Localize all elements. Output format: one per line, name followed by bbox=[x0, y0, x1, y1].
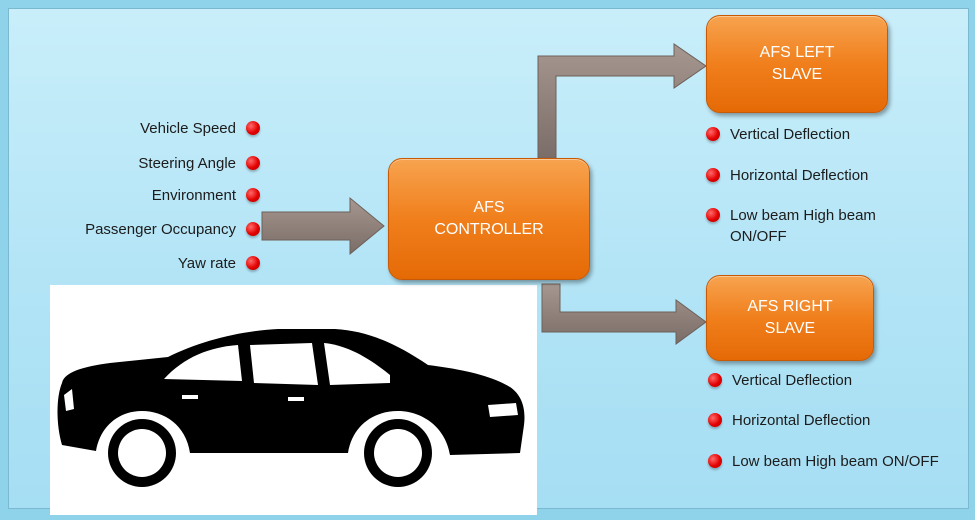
output-label: Horizontal Deflection bbox=[730, 167, 869, 184]
output-label: Vertical Deflection bbox=[730, 126, 851, 143]
input-vehicle-speed: Vehicle Speed bbox=[10, 117, 260, 139]
input-label: Passenger Occupancy bbox=[85, 220, 236, 238]
bullet-dot-icon bbox=[246, 121, 260, 135]
bullet-dot-icon bbox=[706, 127, 720, 141]
right-output-vertical: Vertical Deflection bbox=[708, 370, 852, 391]
input-passenger-occupancy: Passenger Occupancy bbox=[10, 218, 260, 240]
left-output-beam: Low beam High beam ON/OFF bbox=[706, 205, 936, 247]
car-silhouette-icon bbox=[57, 329, 525, 487]
input-label: Vehicle Speed bbox=[140, 119, 236, 137]
car-image bbox=[50, 285, 537, 515]
right-slave-line1: AFS RIGHT bbox=[747, 298, 833, 315]
afs-controller-box: AFS CONTROLLER bbox=[388, 158, 590, 280]
input-steering-angle: Steering Angle bbox=[10, 152, 260, 174]
bullet-dot-icon bbox=[706, 208, 720, 222]
bullet-dot-icon bbox=[246, 256, 260, 270]
output-label: Low beam High beam ON/OFF bbox=[732, 453, 939, 470]
right-output-horizontal: Horizontal Deflection bbox=[708, 410, 870, 431]
output-label: Low beam High beam ON/OFF bbox=[730, 207, 876, 245]
bullet-dot-icon bbox=[246, 188, 260, 202]
input-environment: Environment bbox=[10, 184, 260, 206]
bullet-dot-icon bbox=[708, 454, 722, 468]
output-label: Horizontal Deflection bbox=[732, 412, 871, 429]
right-output-beam: Low beam High beam ON/OFF bbox=[708, 451, 948, 472]
bullet-dot-icon bbox=[706, 168, 720, 182]
right-slave-line2: SLAVE bbox=[764, 320, 816, 337]
left-output-vertical: Vertical Deflection bbox=[706, 124, 850, 145]
left-slave-arrow bbox=[537, 43, 707, 161]
input-yaw-rate: Yaw rate bbox=[10, 252, 260, 274]
controller-line1: AFS bbox=[473, 199, 505, 216]
bullet-dot-icon bbox=[246, 222, 260, 236]
output-label: Vertical Deflection bbox=[732, 372, 853, 389]
left-output-horizontal: Horizontal Deflection bbox=[706, 165, 868, 186]
right-slave-arrow bbox=[541, 283, 707, 345]
bullet-dot-icon bbox=[708, 373, 722, 387]
input-label: Steering Angle bbox=[138, 154, 236, 172]
input-label: Environment bbox=[151, 186, 236, 204]
bullet-dot-icon bbox=[708, 413, 722, 427]
input-label: Yaw rate bbox=[177, 254, 236, 272]
controller-line2: CONTROLLER bbox=[434, 221, 544, 238]
afs-right-slave-box: AFS RIGHT SLAVE bbox=[706, 275, 874, 361]
left-slave-line1: AFS LEFT bbox=[759, 44, 835, 61]
bullet-dot-icon bbox=[246, 156, 260, 170]
left-slave-line2: SLAVE bbox=[771, 66, 823, 83]
input-arrow bbox=[261, 196, 385, 256]
afs-left-slave-box: AFS LEFT SLAVE bbox=[706, 15, 888, 113]
